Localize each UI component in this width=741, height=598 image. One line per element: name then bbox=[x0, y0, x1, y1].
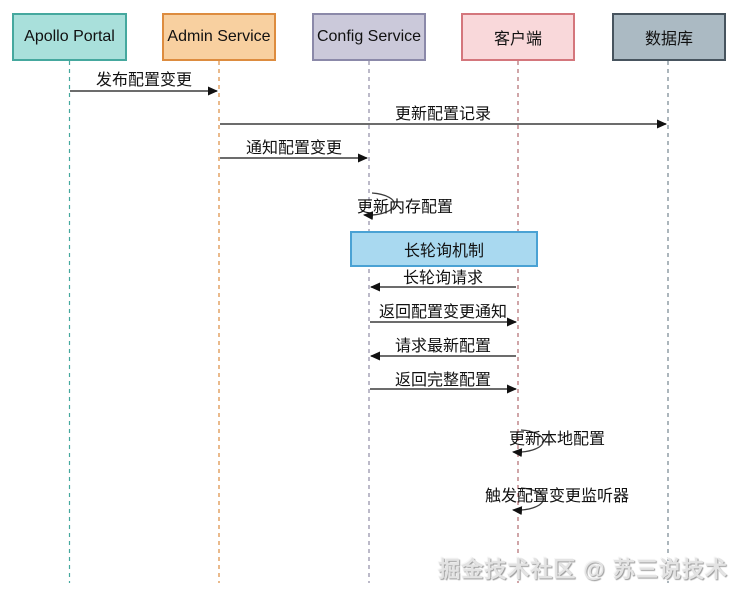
message-label-return-config-change-notice: 返回配置变更通知 bbox=[378, 304, 508, 321]
participant-label: Config Service bbox=[316, 28, 422, 45]
participant-client: 客户端 bbox=[461, 13, 575, 61]
participant-database: 数据库 bbox=[612, 13, 726, 61]
participant-label: Apollo Portal bbox=[24, 28, 115, 45]
participant-label: 客户端 bbox=[493, 31, 542, 48]
message-label-return-full-config: 返回完整配置 bbox=[394, 372, 492, 389]
message-label-notify-config-change: 通知配置变更 bbox=[245, 140, 343, 157]
message-label-update-local-config: 更新本地配置 bbox=[508, 431, 606, 448]
watermark-text: 掘金技术社区 @ 苏三说技术 bbox=[438, 557, 728, 582]
participant-admin-service: Admin Service bbox=[162, 13, 276, 61]
message-label-trigger-config-listener: 触发配置变更监听器 bbox=[484, 488, 630, 505]
note-label: 长轮询机制 bbox=[403, 243, 484, 260]
self-loop-update-local-config bbox=[512, 429, 544, 458]
participant-apollo-portal: Apollo Portal bbox=[12, 13, 127, 61]
message-label-update-memory-config: 更新内存配置 bbox=[356, 199, 454, 216]
participant-label: Admin Service bbox=[167, 28, 271, 45]
message-label-request-latest-config: 请求最新配置 bbox=[394, 338, 492, 355]
participant-config-service: Config Service bbox=[312, 13, 426, 61]
participant-label: 数据库 bbox=[644, 31, 693, 48]
message-label-update-config-record: 更新配置记录 bbox=[394, 106, 492, 123]
self-loop-update-memory-config bbox=[363, 192, 395, 221]
note-long-polling-mechanism: 长轮询机制 bbox=[350, 231, 538, 267]
self-loop-trigger-config-listener bbox=[512, 487, 544, 516]
message-label-publish-config-change: 发布配置变更 bbox=[95, 72, 193, 89]
message-label-long-poll-request: 长轮询请求 bbox=[402, 270, 484, 287]
